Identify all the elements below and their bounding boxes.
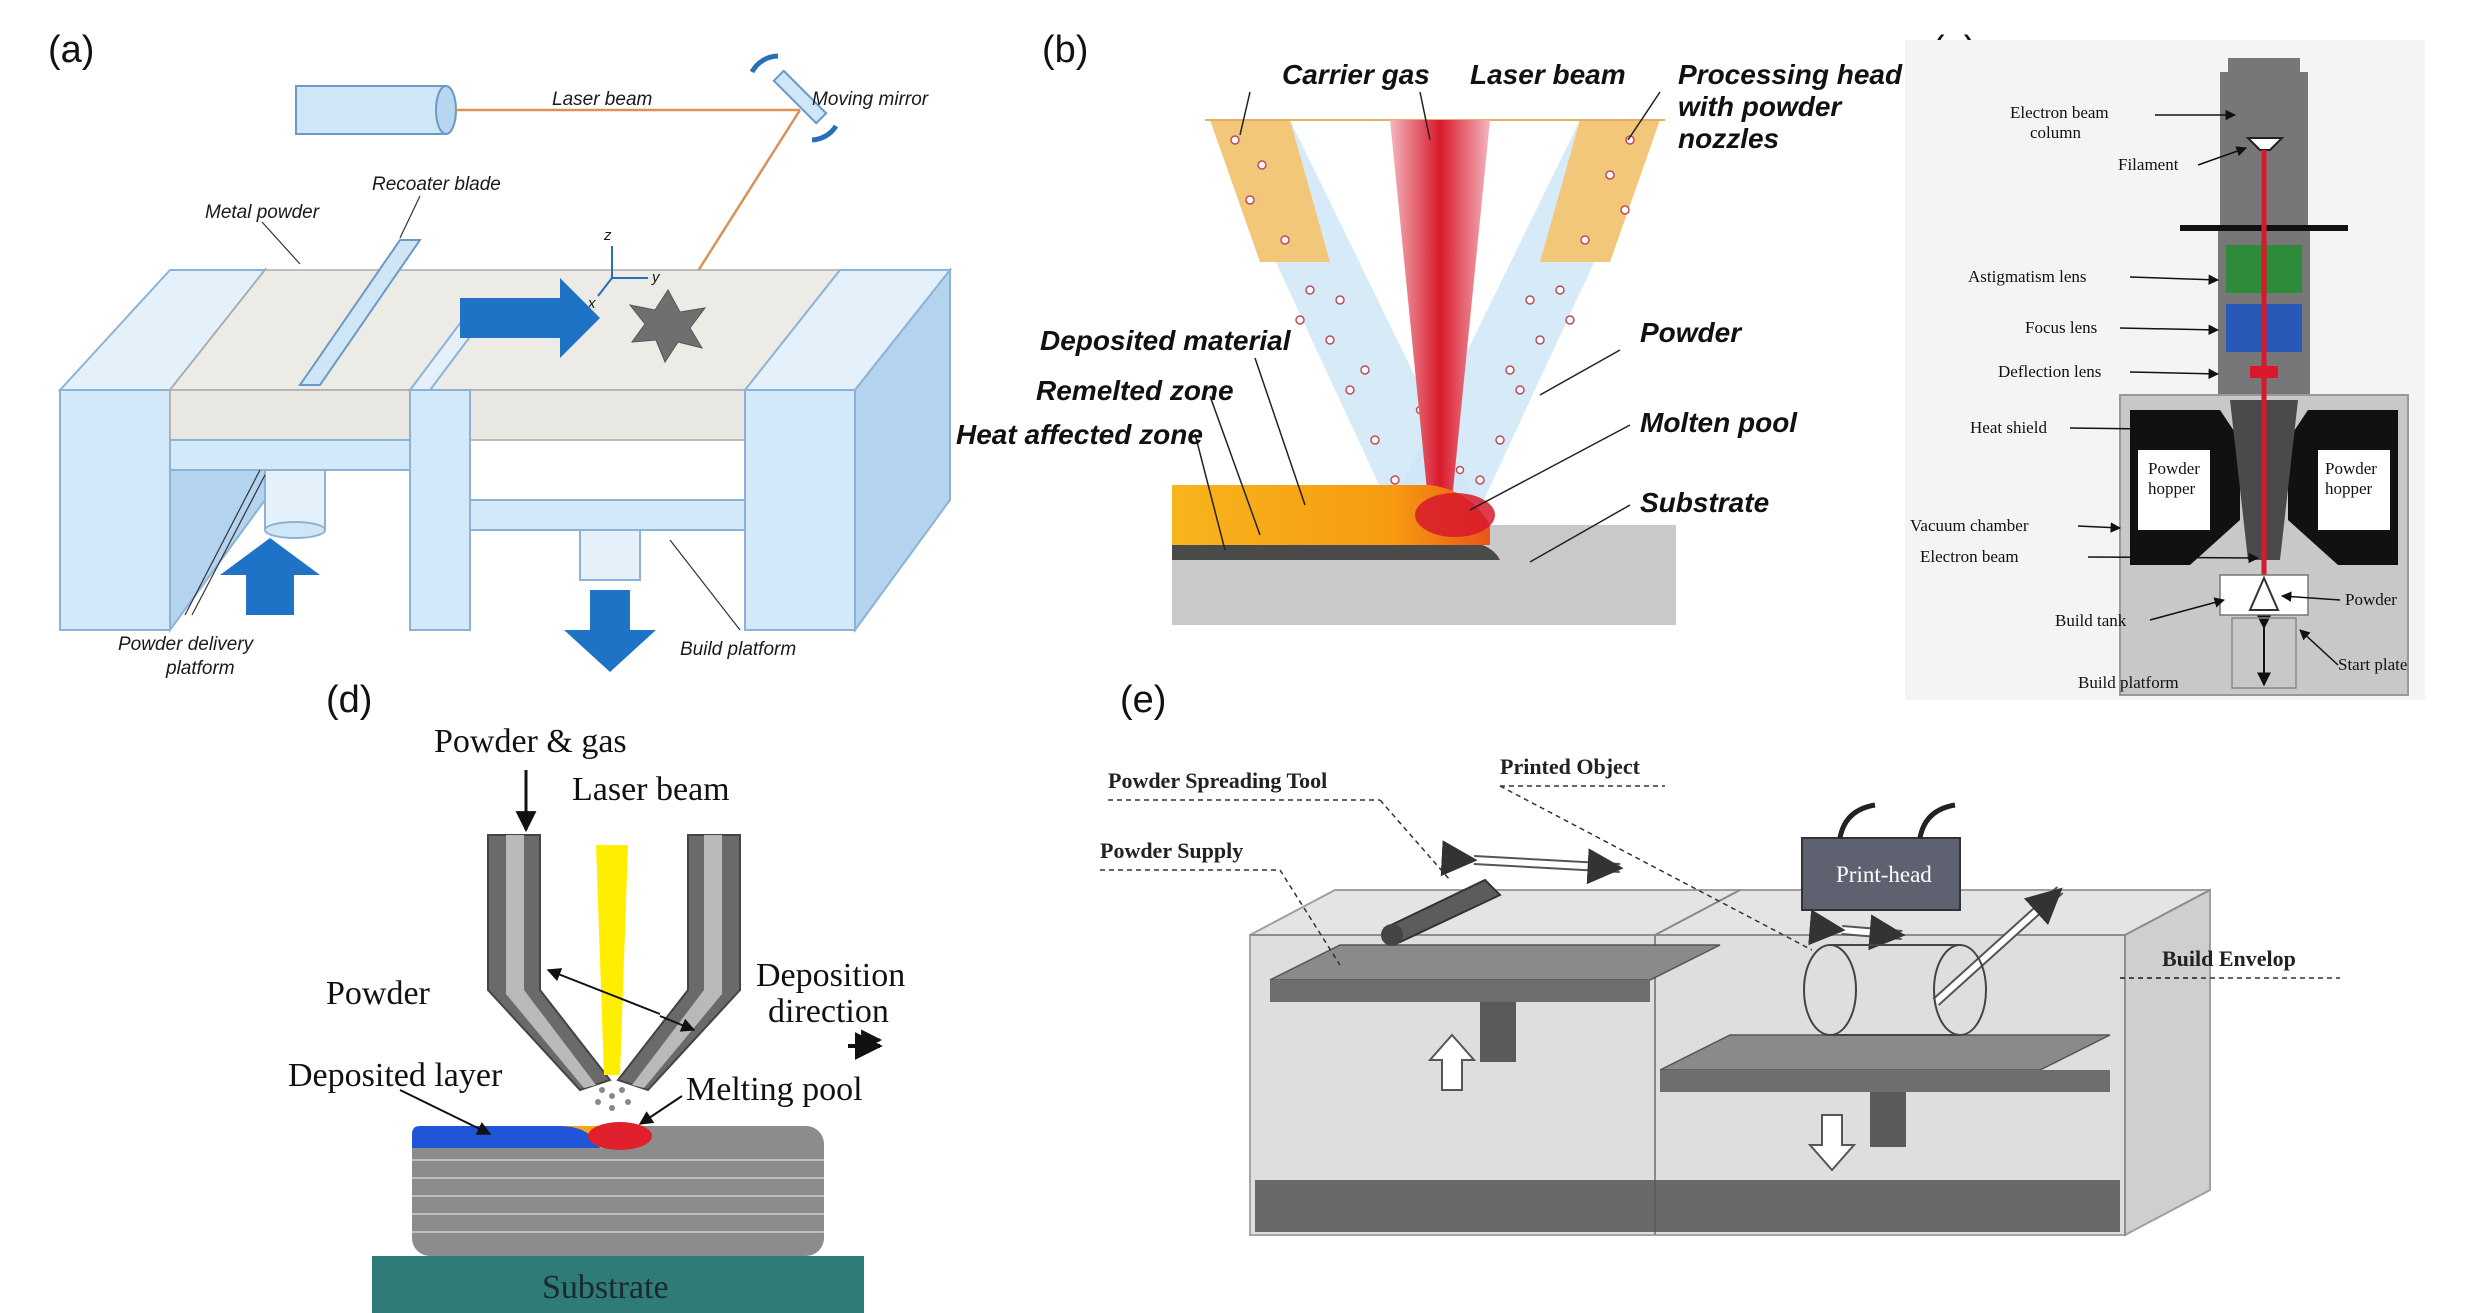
panel-a: (a) Laser beam Moving mirror xyxy=(48,29,953,679)
label-deposited-layer: Deposited layer xyxy=(288,1057,503,1094)
label-laser-beam-b: Laser beam xyxy=(1470,59,1626,90)
build-down-arrow xyxy=(564,590,656,672)
print-head xyxy=(1801,837,1961,911)
label-printed-object: Printed Object xyxy=(1500,754,1641,779)
label-melting-pool: Melting pool xyxy=(686,1071,863,1108)
label-processing-head-3: nozzles xyxy=(1678,123,1779,154)
label-powder-d: Powder xyxy=(326,975,431,1012)
label-recoater-blade: Recoater blade xyxy=(372,174,501,195)
axis-y-a: y xyxy=(651,269,661,286)
substrate-d xyxy=(372,1256,864,1313)
panel-b-tag: (b) xyxy=(1042,29,1088,71)
powder-particles xyxy=(1230,135,1635,485)
build-tank xyxy=(2219,574,2309,616)
label-processing-head-2: with powder xyxy=(1678,91,1843,122)
focus-lens-left xyxy=(2226,304,2262,352)
label-electron-beam-c: Electron beam xyxy=(1920,547,2019,566)
moving-mirror xyxy=(749,53,839,143)
label-substrate-b: Substrate xyxy=(1640,487,1769,518)
nozzle-d-right-inner xyxy=(632,835,722,1088)
deposited-material-b xyxy=(1172,485,1490,545)
panel-e-tag: (e) xyxy=(1120,679,1166,721)
label-hopper-right-2: hopper xyxy=(2325,479,2373,498)
recoat-direction-arrow xyxy=(460,278,600,358)
label-filament: Filament xyxy=(2118,155,2179,174)
label-eb-column-2: column xyxy=(2030,123,2081,142)
label-metal-powder: Metal powder xyxy=(205,202,320,223)
panel-d-tag: (d) xyxy=(326,679,372,721)
label-remelted-zone: Remelted zone xyxy=(1036,375,1234,406)
supply-up-arrow xyxy=(1427,1033,1477,1091)
molten-pool-b xyxy=(1415,493,1495,537)
axis-x-a: x xyxy=(587,295,596,312)
label-processing-head-1: Processing head xyxy=(1678,59,1903,90)
delivery-up-arrow xyxy=(220,538,320,615)
label-eb-column-1: Electron beam xyxy=(2010,103,2109,122)
label-build-platform-a: Build platform xyxy=(680,639,796,660)
layer-lines xyxy=(412,1159,824,1233)
label-start-plate: Start plate xyxy=(2338,655,2407,674)
label-focus-lens: Focus lens xyxy=(2025,318,2097,337)
panel-c: (c) xyxy=(1905,29,2425,700)
astigmatism-lens-left xyxy=(2226,245,2262,293)
label-build-platform-c: Build platform xyxy=(2078,673,2179,692)
label-powder-b: Powder xyxy=(1640,317,1743,348)
printed-object-shape xyxy=(1803,944,1987,1036)
label-build-envelop: Build Envelop xyxy=(2162,946,2296,971)
label-deflection-lens: Deflection lens xyxy=(1998,362,2101,381)
melting-pool-d xyxy=(588,1122,652,1150)
deposited-layer-d xyxy=(412,1126,600,1148)
roller-double-arrow xyxy=(1440,840,1624,885)
nozzle-right xyxy=(1540,120,1660,262)
label-heat-shield: Heat shield xyxy=(1970,418,2047,437)
label-vacuum-chamber: Vacuum chamber xyxy=(1910,516,2029,535)
label-hopper-left-1: Powder xyxy=(2148,459,2200,478)
axis-z-a: z xyxy=(603,227,612,244)
build-box-e xyxy=(1249,888,2211,1237)
label-deposited-material: Deposited material xyxy=(1040,325,1292,356)
label-powder-c: Powder xyxy=(2345,590,2397,609)
label-deposition-2: direction xyxy=(768,993,889,1030)
label-moving-mirror: Moving mirror xyxy=(812,89,929,110)
label-heat-affected-zone: Heat affected zone xyxy=(956,419,1203,450)
powder-roller xyxy=(1381,878,1502,946)
astigmatism-lens-right xyxy=(2266,245,2302,293)
label-molten-pool: Molten pool xyxy=(1640,407,1798,438)
nozzle-d-left-inner xyxy=(506,835,596,1088)
label-carrier-gas: Carrier gas xyxy=(1282,59,1430,90)
label-laser-beam-a: Laser beam xyxy=(552,89,652,110)
panel-e: (e) xyxy=(1100,679,2340,1237)
build-down-arrow-e xyxy=(1807,1114,1857,1172)
deposited-stack xyxy=(412,1126,824,1256)
label-laser-beam-d: Laser beam xyxy=(572,771,730,808)
filament xyxy=(2245,137,2285,151)
leader-powder-d xyxy=(546,968,661,1015)
label-powder-supply: Powder Supply xyxy=(1100,838,1243,863)
panel-d: (d) Powder & gas La xyxy=(288,679,905,1313)
laser-source xyxy=(295,85,457,135)
panel-b: (b) xyxy=(956,29,1903,625)
label-powder-delivery-2: platform xyxy=(165,658,235,679)
panel-a-tag: (a) xyxy=(48,29,94,71)
powder-spray-d xyxy=(595,1087,631,1111)
label-build-tank: Build tank xyxy=(2055,611,2127,630)
focus-lens-right xyxy=(2266,304,2302,352)
laser-beam-d xyxy=(596,845,628,1075)
label-deposition-1: Deposition xyxy=(756,957,905,994)
label-powder-spreading-tool: Powder Spreading Tool xyxy=(1108,768,1327,793)
label-astigmatism-lens: Astigmatism lens xyxy=(1968,267,2087,286)
nozzle-left xyxy=(1210,120,1330,262)
label-hopper-right-1: Powder xyxy=(2325,459,2377,478)
label-hopper-left-2: hopper xyxy=(2148,479,2196,498)
powder-bed-machine xyxy=(57,239,953,634)
label-powder-gas: Powder & gas xyxy=(434,723,627,760)
label-print-head: Print-head xyxy=(1836,862,1932,887)
label-powder-delivery-1: Powder delivery xyxy=(118,634,255,655)
laser-beam-b xyxy=(1390,120,1490,500)
label-substrate-d: Substrate xyxy=(542,1269,669,1306)
